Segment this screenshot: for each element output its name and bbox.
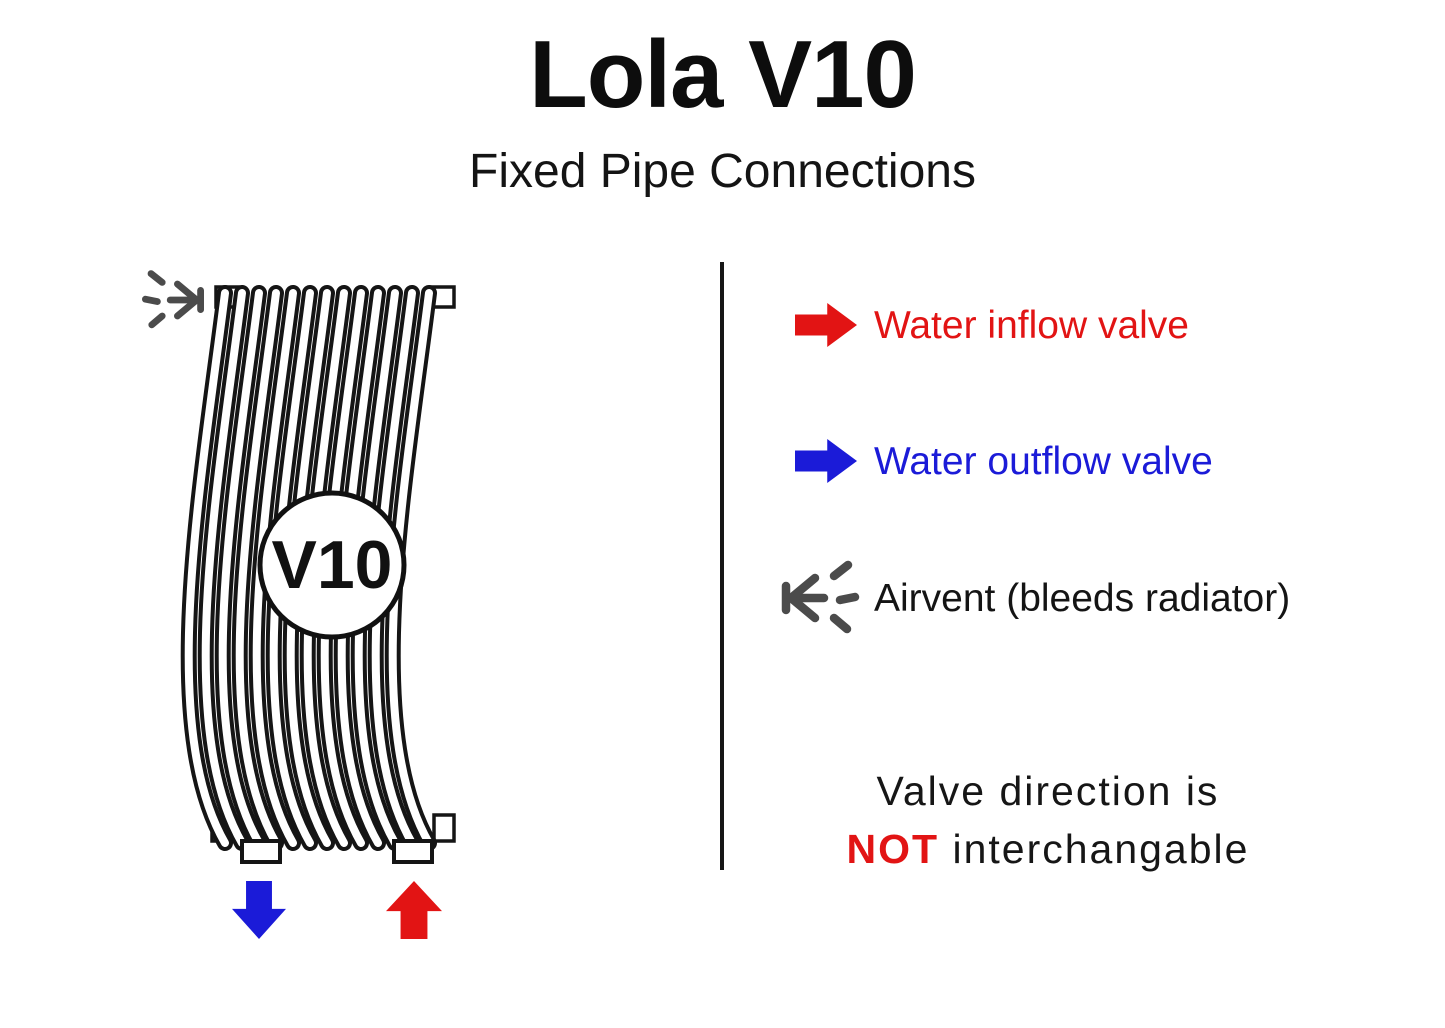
airvent-icon xyxy=(781,560,860,634)
legend-label-outflow: Water outflow valve xyxy=(874,439,1213,483)
divider-line xyxy=(720,262,724,870)
warning-note-line1: Valve direction is xyxy=(876,768,1220,814)
legend-item-airvent: Airvent (bleeds radiator) xyxy=(780,558,1290,638)
model-badge-circle xyxy=(257,490,407,640)
airvent-spray-icon xyxy=(141,270,204,329)
header: Lola V10 Fixed Pipe Connections xyxy=(0,0,1445,199)
warning-note-line2-rest: interchangable xyxy=(939,826,1250,873)
legend-item-inflow: Water inflow valve xyxy=(795,303,1189,347)
legend-item-outflow: Water outflow valve xyxy=(795,439,1213,483)
legend-label-airvent: Airvent (bleeds radiator) xyxy=(874,576,1291,620)
inflow-connection-stub xyxy=(392,839,434,864)
legend-label-inflow: Water inflow valve xyxy=(874,303,1189,347)
radiator-illustration: V10 xyxy=(180,285,456,864)
page-title: Lola V10 xyxy=(529,21,917,128)
blue-right-arrow-icon xyxy=(795,439,857,483)
model-badge-label: V10 xyxy=(272,527,393,603)
red-right-arrow-icon xyxy=(795,303,857,347)
warning-note-line2: NOT interchangable xyxy=(775,820,1321,878)
outflow-connection-stub xyxy=(240,839,282,864)
bracket-bottom-right xyxy=(432,813,456,843)
warning-note: Valve direction is NOT interchangable xyxy=(775,762,1321,878)
warning-not-emphasis: NOT xyxy=(846,826,940,873)
page-subtitle: Fixed Pipe Connections xyxy=(469,145,976,198)
